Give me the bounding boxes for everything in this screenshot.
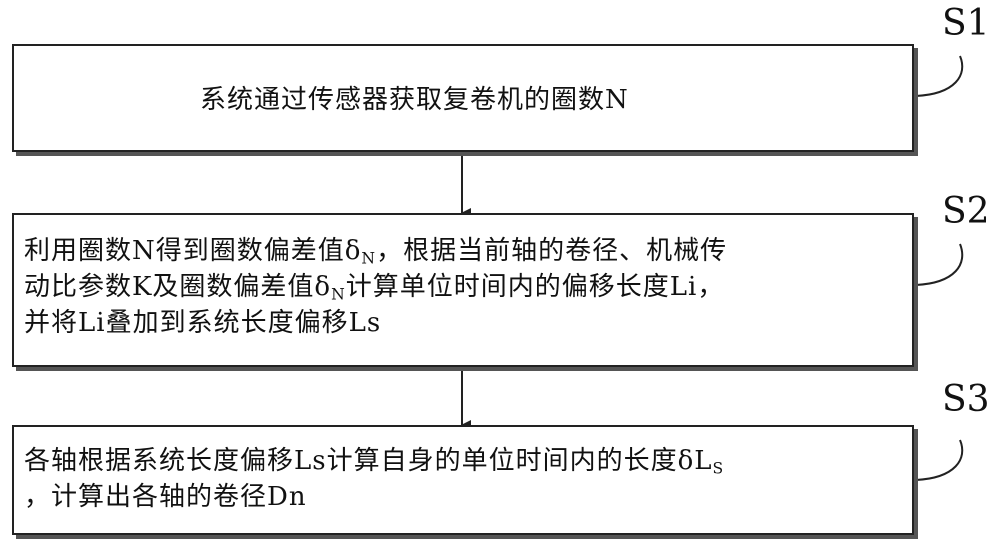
subscript: S (712, 459, 725, 478)
text-run: 各轴根据系统长度偏移Ls计算自身的单位时间内的长度δL (24, 446, 713, 476)
step-label-s2: S2 (942, 191, 990, 232)
step-line: ，计算出各轴的卷径Dn (24, 479, 724, 515)
leader-s3 (915, 439, 964, 481)
text-run: ，根据当前轴的卷径、机械传 (376, 236, 728, 266)
step-line: 动比参数K及圈数偏差值δN计算单位时间内的偏移长度Li， (24, 269, 727, 305)
text-run: 利用圈数N得到圈数偏差值δ (24, 236, 362, 266)
step-line: 各轴根据系统长度偏移Ls计算自身的单位时间内的长度δLS (24, 443, 724, 479)
step-box-s1: 系统通过传感器获取复卷机的圈数N (12, 44, 914, 152)
leader-s2 (915, 243, 964, 286)
step-label-s3: S3 (942, 379, 990, 420)
step-label-s1: S1 (942, 3, 990, 44)
step-line: 系统通过传感器获取复卷机的圈数N (200, 85, 629, 115)
step-line: 利用圈数N得到圈数偏差值δN，根据当前轴的卷径、机械传 (24, 233, 727, 269)
text-run: ，计算出各轴的卷径Dn (24, 482, 307, 512)
text-run: 动比参数K及圈数偏差值δ (24, 272, 332, 302)
leader-s1 (915, 55, 964, 97)
step-line: 并将Li叠加到系统长度偏移Ls (24, 305, 727, 341)
step-text-s2: 利用圈数N得到圈数偏差值δN，根据当前轴的卷径、机械传 动比参数K及圈数偏差值δ… (24, 233, 727, 341)
step-text-s1: 系统通过传感器获取复卷机的圈数N (200, 82, 629, 118)
text-run: 计算单位时间内的偏移长度Li， (345, 272, 725, 302)
step-text-s3: 各轴根据系统长度偏移Ls计算自身的单位时间内的长度δLS ，计算出各轴的卷径Dn (24, 443, 724, 515)
subscript: N (361, 249, 377, 268)
step-box-s3: 各轴根据系统长度偏移Ls计算自身的单位时间内的长度δLS ，计算出各轴的卷径Dn (12, 425, 914, 535)
subscript: N (331, 285, 346, 304)
step-box-s2: 利用圈数N得到圈数偏差值δN，根据当前轴的卷径、机械传 动比参数K及圈数偏差值δ… (12, 213, 914, 367)
text-run: 并将Li叠加到系统长度偏移Ls (24, 308, 382, 338)
